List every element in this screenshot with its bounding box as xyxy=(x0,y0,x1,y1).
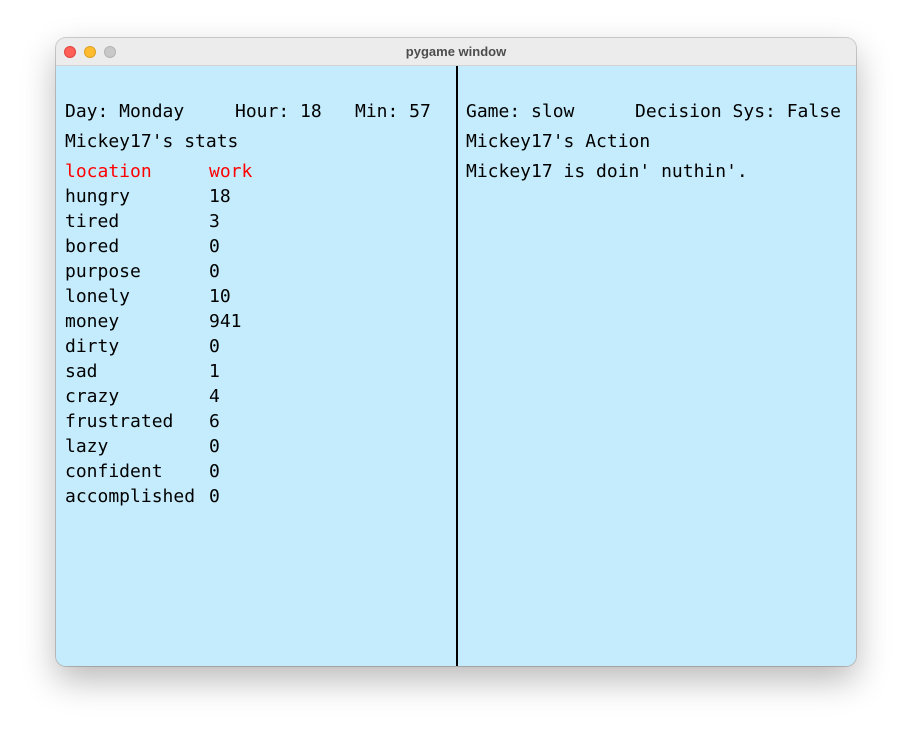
stat-value: 4 xyxy=(209,386,220,407)
stat-name: sad xyxy=(65,361,98,382)
close-window-icon[interactable] xyxy=(64,46,76,58)
stat-row: accomplished 0 xyxy=(65,486,445,508)
stat-value: 941 xyxy=(209,311,242,332)
action-heading: Mickey17's Action xyxy=(466,131,651,152)
stat-name: tired xyxy=(65,211,120,232)
stat-row: sad 1 xyxy=(65,361,445,383)
stat-name: money xyxy=(65,311,120,332)
stat-value: 18 xyxy=(209,186,231,207)
window-titlebar[interactable]: pygame window xyxy=(56,38,856,66)
stat-value: 10 xyxy=(209,286,231,307)
panel-divider xyxy=(456,66,458,666)
stat-value: 0 xyxy=(209,236,220,257)
stat-name: dirty xyxy=(65,336,120,357)
stat-row: lazy 0 xyxy=(65,436,445,458)
stat-name: lazy xyxy=(65,436,109,457)
stat-value: 0 xyxy=(209,436,220,457)
stat-row: money 941 xyxy=(65,311,445,333)
stat-name: confident xyxy=(65,461,163,482)
stat-row: tired 3 xyxy=(65,211,445,233)
day-label: Day: Monday xyxy=(65,101,185,122)
stat-value: 0 xyxy=(209,486,220,507)
stats-heading: Mickey17's stats xyxy=(65,131,239,152)
min-label: Min: 57 xyxy=(355,101,431,122)
stat-value: 0 xyxy=(209,261,220,282)
stat-name: crazy xyxy=(65,386,120,407)
location-value: work xyxy=(209,161,253,182)
stat-value: 1 xyxy=(209,361,220,382)
window-title: pygame window xyxy=(405,44,507,59)
stat-value: 0 xyxy=(209,461,220,482)
stat-row: hungry 18 xyxy=(65,186,445,208)
minimize-window-icon[interactable] xyxy=(84,46,96,58)
pygame-window: pygame window Day: Monday Hour: 18 Min: … xyxy=(56,38,856,666)
location-label: location xyxy=(65,161,152,182)
stat-name: lonely xyxy=(65,286,131,307)
stat-row: lonely 10 xyxy=(65,286,445,308)
action-text: Mickey17 is doin' nuthin'. xyxy=(466,161,748,182)
hour-label: Hour: 18 xyxy=(235,101,322,122)
game-canvas[interactable]: Day: Monday Hour: 18 Min: 57 Mickey17's … xyxy=(56,66,856,666)
stat-name: frustrated xyxy=(65,411,174,432)
stat-name: accomplished xyxy=(65,486,196,507)
stat-value: 6 xyxy=(209,411,220,432)
stat-value: 0 xyxy=(209,336,220,357)
stat-row: dirty 0 xyxy=(65,336,445,358)
stat-value: 3 xyxy=(209,211,220,232)
stat-row: bored 0 xyxy=(65,236,445,258)
game-speed-label: Game: slow xyxy=(466,101,575,122)
stat-row: frustrated 6 xyxy=(65,411,445,433)
stat-name: purpose xyxy=(65,261,141,282)
stat-row: confident 0 xyxy=(65,461,445,483)
stat-row: crazy 4 xyxy=(65,386,445,408)
stat-row: purpose 0 xyxy=(65,261,445,283)
zoom-window-icon[interactable] xyxy=(104,46,116,58)
decision-sys-label: Decision Sys: False xyxy=(635,101,841,122)
stat-name: hungry xyxy=(65,186,131,207)
stat-name: bored xyxy=(65,236,120,257)
